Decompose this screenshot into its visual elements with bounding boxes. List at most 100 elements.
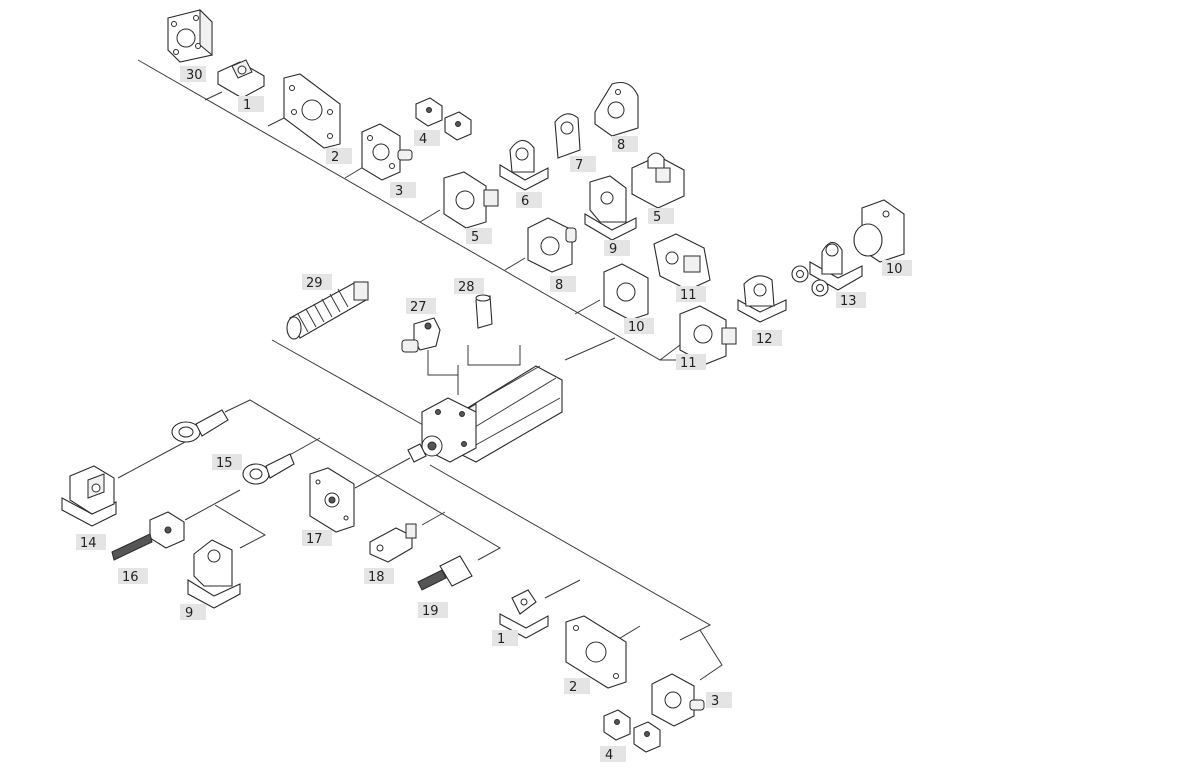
label-19: 19: [418, 602, 448, 619]
svg-text:13: 13: [840, 294, 857, 309]
part-3-pivot-flange: [361, 123, 413, 181]
label-17: 17: [302, 530, 332, 547]
part-9-angle-upper: [584, 175, 637, 241]
part-7-swivel-eye: [554, 113, 581, 159]
label-4-lower: 4: [600, 746, 626, 763]
svg-text:5: 5: [653, 210, 661, 225]
part-5-double-clevis-upper: [631, 152, 685, 209]
label-1-lower: 1: [492, 630, 518, 647]
svg-text:30: 30: [186, 68, 203, 83]
label-7: 7: [570, 156, 596, 173]
label-10-upper: 10: [882, 260, 912, 277]
svg-text:4: 4: [605, 748, 613, 763]
label-10-middle: 10: [624, 318, 654, 335]
label-13: 13: [836, 292, 866, 309]
svg-text:29: 29: [306, 276, 323, 291]
svg-text:8: 8: [617, 138, 625, 153]
part-5-flange-middle: [443, 171, 499, 229]
part-9-angle-lower: [187, 539, 241, 609]
part-29-bellows: [286, 281, 369, 340]
label-9-upper: 9: [604, 240, 630, 257]
part-19-coupling: [417, 555, 473, 591]
label-28: 28: [454, 278, 484, 295]
svg-text:9: 9: [609, 242, 617, 257]
part-11-flange-lower: [679, 305, 737, 365]
part-4-blocks-lower: [603, 709, 661, 753]
label-2-upper: 2: [326, 148, 352, 165]
svg-text:19: 19: [422, 604, 439, 619]
label-11-upper: 11: [676, 286, 706, 303]
label-16: 16: [118, 568, 148, 585]
svg-text:2: 2: [569, 680, 577, 695]
label-11-lower: 11: [676, 354, 706, 371]
label-12: 12: [752, 330, 782, 347]
svg-text:18: 18: [368, 570, 385, 585]
part-14-clevis-foot: [61, 465, 117, 527]
svg-text:17: 17: [306, 532, 323, 547]
svg-text:3: 3: [395, 184, 403, 199]
part-6-clevis-bracket: [499, 139, 549, 191]
part-2-plate-lower: [565, 615, 627, 689]
part-4-blocks-upper: [415, 97, 472, 141]
part-1-foot-upper: [217, 59, 265, 99]
label-8-middle: 8: [550, 276, 576, 293]
part-13-pivot-bushings: [791, 241, 863, 297]
label-2-lower: 2: [564, 678, 590, 695]
svg-text:7: 7: [575, 158, 583, 173]
part-2-plate: [283, 73, 341, 149]
svg-text:6: 6: [521, 194, 529, 209]
label-6: 6: [516, 192, 542, 209]
part-8-pivot-upper: [594, 81, 639, 137]
svg-text:10: 10: [628, 320, 645, 335]
part-10-flange-middle: [603, 263, 649, 321]
part-12-pillow-bracket: [737, 275, 787, 323]
parts: [61, 8, 905, 753]
part-cylinder-main: [407, 365, 563, 463]
svg-text:15: 15: [216, 456, 233, 471]
label-14: 14: [76, 534, 106, 551]
part-28-straight-fitting: [475, 294, 493, 329]
label-3-upper: 3: [390, 182, 416, 199]
svg-text:9: 9: [185, 606, 193, 621]
part-16-threaded-clevis: [111, 511, 185, 561]
svg-text:28: 28: [458, 280, 475, 295]
label-4-upper: 4: [414, 130, 440, 147]
label-5-middle: 5: [466, 228, 492, 245]
label-5-upper: 5: [648, 208, 674, 225]
part-30-flange-bracket: [167, 8, 213, 63]
svg-text:5: 5: [471, 230, 479, 245]
svg-text:16: 16: [122, 570, 139, 585]
svg-text:1: 1: [497, 632, 505, 647]
callout-labels: 30 1 2 3 4 5 6 7 8 9 5 8 10 11 10 11 12 …: [76, 66, 912, 763]
part-1-foot-lower: [499, 589, 549, 639]
svg-text:27: 27: [410, 300, 427, 315]
part-8-pivot-middle: [527, 217, 577, 273]
label-3-lower: 3: [706, 692, 732, 709]
label-30: 30: [180, 66, 206, 83]
svg-text:4: 4: [419, 132, 427, 147]
part-10-clevis-upper: [853, 199, 905, 263]
svg-text:2: 2: [331, 150, 339, 165]
label-9-lower: 9: [180, 604, 206, 621]
part-3-pivot-flange-lower: [651, 673, 705, 727]
part-15-rod-eye-upper: [171, 409, 229, 443]
part-27-elbow-fitting: [401, 317, 441, 353]
svg-text:10: 10: [886, 262, 903, 277]
part-11-clevis-right: [653, 233, 711, 291]
svg-text:3: 3: [711, 694, 719, 709]
part-18-clevis-fork: [369, 523, 417, 563]
part-15-rod-eye-lower: [242, 453, 295, 485]
svg-text:14: 14: [80, 536, 97, 551]
label-27: 27: [406, 298, 436, 315]
svg-text:1: 1: [243, 98, 251, 113]
svg-text:8: 8: [555, 278, 563, 293]
connection-lines: [117, 59, 723, 681]
label-8-upper: 8: [612, 136, 638, 153]
svg-text:11: 11: [680, 356, 697, 371]
label-18: 18: [364, 568, 394, 585]
part-17-square-plate: [309, 467, 355, 533]
label-29: 29: [302, 274, 332, 291]
label-15: 15: [212, 454, 242, 471]
